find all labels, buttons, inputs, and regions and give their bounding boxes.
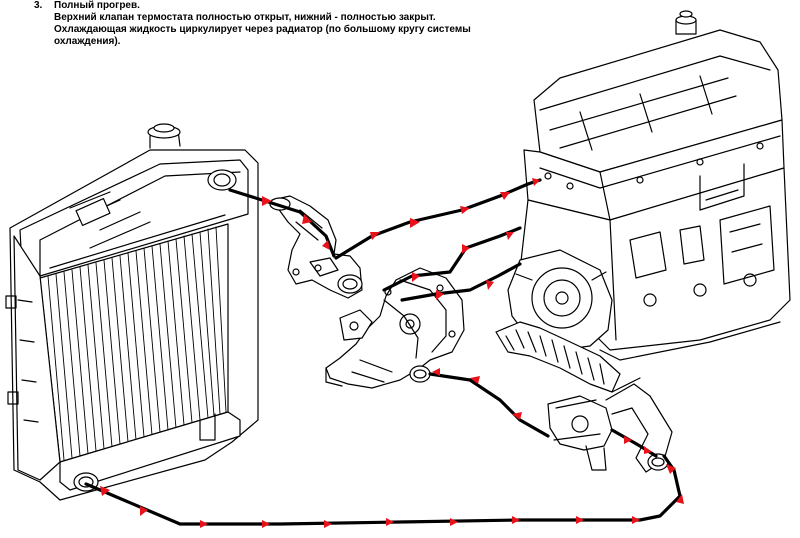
flow-arrow — [500, 192, 510, 200]
flow-arrow — [262, 196, 272, 206]
flow-arrow — [450, 518, 458, 526]
flow-arrow — [460, 206, 470, 214]
flow-arrow — [386, 518, 394, 526]
flow-arrow — [470, 376, 480, 384]
flow-arrow — [632, 516, 640, 524]
caption-line-1: Верхний клапан термостата полностью откр… — [54, 12, 436, 23]
flow-arrow — [486, 280, 494, 290]
flow-arrow — [576, 516, 584, 524]
flow-arrow — [624, 436, 632, 444]
flow-arrow — [462, 244, 470, 254]
flow-arrow — [262, 520, 270, 528]
flow-arrow — [644, 446, 652, 454]
flow-arrow — [432, 368, 440, 376]
flow-arrow — [322, 240, 330, 250]
caption-line-3: охлаждения). — [54, 36, 121, 47]
flow-arrow — [506, 232, 514, 240]
radiator — [5, 123, 259, 501]
flow-arrow — [676, 494, 684, 504]
engine-block — [507, 10, 791, 361]
flow-arrow — [302, 214, 312, 224]
caption-number: 3. — [34, 0, 43, 11]
flow-arrow — [436, 290, 444, 300]
water-pump — [325, 267, 465, 389]
flow-arrow — [512, 412, 522, 420]
thermostat — [269, 195, 363, 299]
flow-arrow — [412, 272, 420, 282]
flow-arrow — [370, 232, 380, 240]
flow-arrow — [666, 464, 676, 474]
flow-arrows — [100, 178, 684, 528]
caption-heading: Полный прогрев. — [54, 0, 140, 11]
flow-arrow — [100, 486, 110, 496]
hose-and-valve — [495, 321, 673, 473]
flow-arrow — [512, 516, 520, 524]
flow-arrow — [200, 520, 208, 528]
flow-arrow — [140, 506, 148, 516]
flow-arrow — [532, 178, 540, 186]
caption-line-2: Охлаждающая жидкость циркулирует через р… — [54, 24, 471, 35]
flow-arrow — [410, 218, 420, 228]
flow-arrow — [324, 520, 332, 528]
